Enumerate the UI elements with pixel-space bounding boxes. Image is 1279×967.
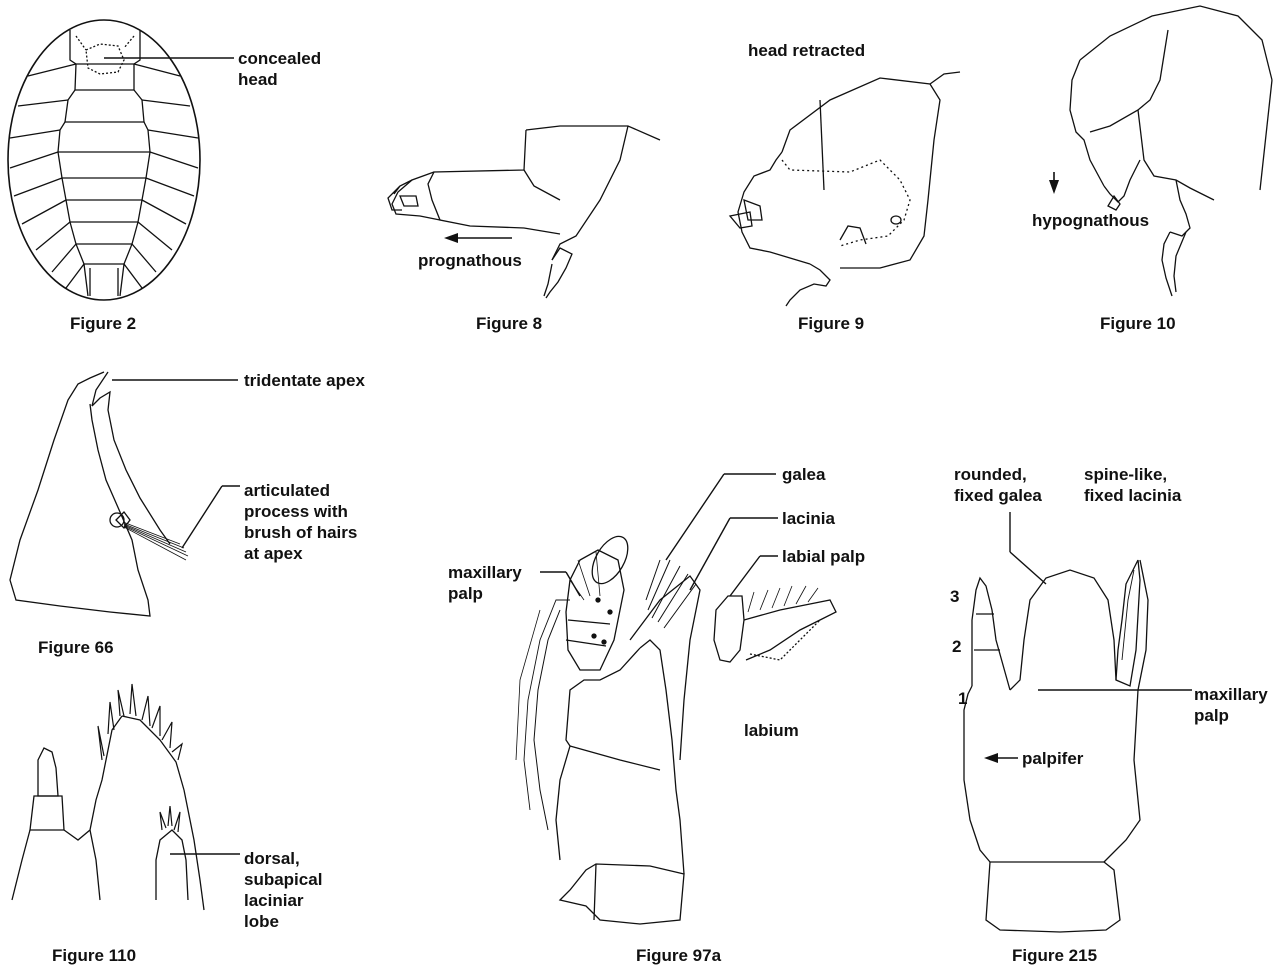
caption-figure-2: Figure 2 [70, 314, 136, 334]
caption-figure-97a: Figure 97a [636, 946, 721, 966]
label-segment-3: 3 [950, 586, 959, 607]
label-maxillary-palp-97a: maxillary palp [448, 562, 522, 604]
label-labial-palp: labial palp [782, 546, 865, 567]
fig2-drawing [8, 20, 234, 300]
label-concealed-head: concealed head [238, 48, 321, 90]
caption-figure-215: Figure 215 [1012, 946, 1097, 966]
caption-figure-66: Figure 66 [38, 638, 114, 658]
fig10-drawing [1049, 6, 1272, 296]
caption-figure-110: Figure 110 [52, 946, 136, 966]
fig8-drawing [388, 126, 660, 298]
label-segment-2: 2 [952, 636, 961, 657]
label-lacinia: lacinia [782, 508, 835, 529]
label-maxillary-palp-215: maxillary palp [1194, 684, 1268, 726]
label-head-retracted: head retracted [748, 40, 865, 61]
fig9-drawing [730, 72, 960, 306]
fig97a-drawing [516, 474, 836, 924]
label-labium: labium [744, 720, 799, 741]
fig110-drawing [12, 684, 240, 910]
label-palpifer: palpifer [1022, 748, 1083, 769]
label-hypognathous: hypognathous [1032, 210, 1149, 231]
caption-figure-10: Figure 10 [1100, 314, 1176, 334]
caption-figure-8: Figure 8 [476, 314, 542, 334]
label-galea: galea [782, 464, 825, 485]
caption-figure-9: Figure 9 [798, 314, 864, 334]
label-dorsal-lobe: dorsal, subapical laciniar lobe [244, 848, 322, 932]
label-prognathous: prognathous [418, 250, 522, 271]
label-spine-lacinia: spine-like, fixed lacinia [1084, 464, 1181, 506]
label-rounded-galea: rounded, fixed galea [954, 464, 1042, 506]
fig215-drawing [964, 512, 1192, 932]
fig66-drawing [10, 372, 240, 616]
label-articulated-process: articulated process with brush of hairs … [244, 480, 357, 564]
label-tridentate-apex: tridentate apex [244, 370, 365, 391]
label-segment-1: 1 [958, 688, 967, 709]
